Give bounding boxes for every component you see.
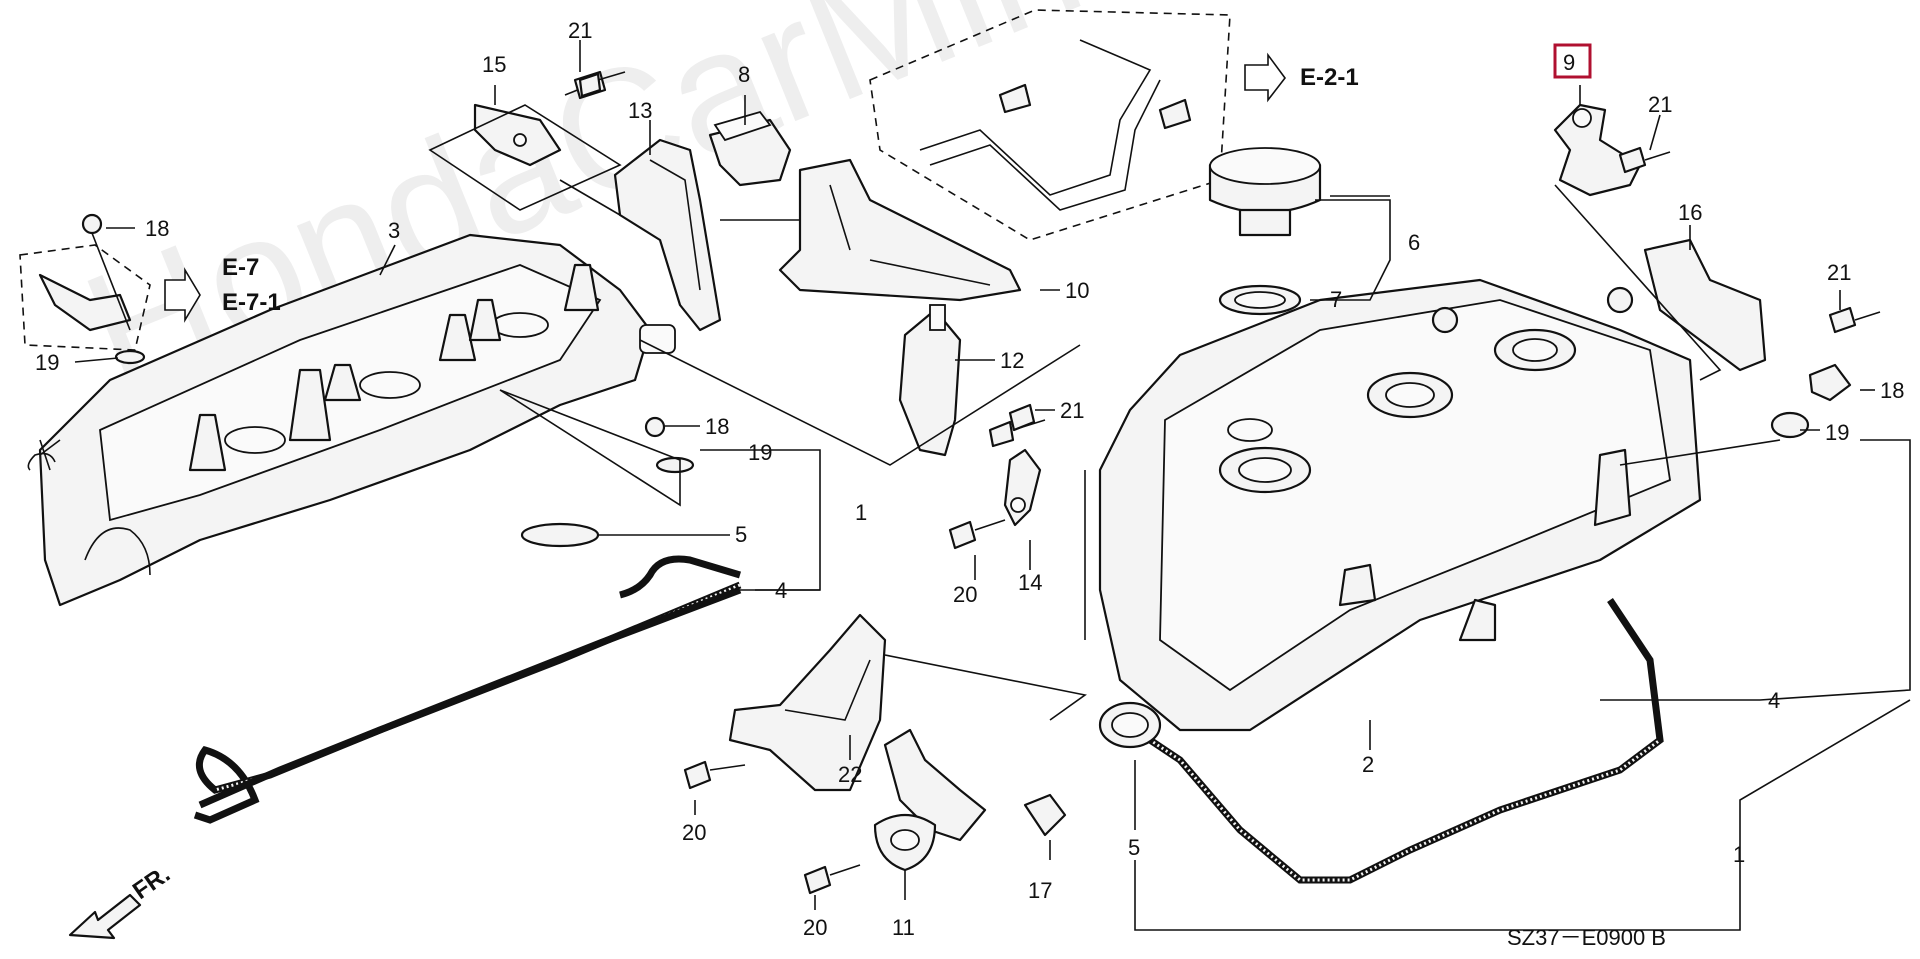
- callout-11[interactable]: 11: [892, 915, 915, 940]
- callout-1[interactable]: 1: [855, 500, 867, 525]
- bracket-8[interactable]: [708, 110, 792, 187]
- callout-19[interactable]: 19: [1825, 420, 1849, 445]
- callout-20[interactable]: 20: [953, 582, 977, 607]
- leader-poly-15: [428, 104, 622, 211]
- ref-e2-1[interactable]: E-2-1: [1300, 64, 1359, 91]
- bracket-12[interactable]: [898, 304, 962, 457]
- callout-9[interactable]: 9: [1563, 50, 1575, 75]
- oil-filler-cap[interactable]: [1208, 147, 1322, 237]
- callout-18[interactable]: 18: [145, 216, 169, 241]
- callout-10[interactable]: 10: [1065, 278, 1089, 303]
- callout-20[interactable]: 20: [803, 915, 827, 940]
- bolts: [578, 71, 1881, 895]
- bracket-22[interactable]: [728, 613, 887, 792]
- callout-1[interactable]: 1: [1733, 842, 1745, 867]
- callout-21[interactable]: 21: [1648, 92, 1672, 117]
- bracket-11[interactable]: [873, 728, 987, 872]
- head-cover-gasket-rear: [193, 522, 742, 824]
- bracket-16[interactable]: [1643, 238, 1767, 372]
- callout-2[interactable]: 2: [1362, 752, 1374, 777]
- callout-4[interactable]: 4: [1768, 688, 1780, 713]
- leader-lines-top: [559, 179, 1081, 466]
- cap-seal: [1218, 284, 1302, 316]
- front-label: FR.: [128, 861, 175, 905]
- callout-16[interactable]: 16: [1678, 200, 1702, 225]
- callout-19[interactable]: 19: [748, 440, 772, 465]
- callout-15[interactable]: 15: [482, 52, 506, 77]
- head-cover-rear[interactable]: [27, 233, 676, 607]
- leader-lines: [74, 40, 1911, 931]
- callout-22[interactable]: 22: [838, 762, 862, 787]
- callout-19[interactable]: 19: [35, 350, 59, 375]
- front-direction-arrow: FR.: [68, 861, 175, 940]
- callout-13[interactable]: 13: [628, 98, 652, 123]
- right-grommets: [1619, 363, 1852, 466]
- leader-poly-9: [1554, 184, 1722, 381]
- callout-20[interactable]: 20: [682, 820, 706, 845]
- callout-7[interactable]: 7: [1330, 287, 1342, 312]
- head-cover-gasket-front: [1098, 598, 1664, 884]
- highlight-box: [1553, 43, 1592, 79]
- callout-21[interactable]: 21: [1060, 398, 1084, 423]
- diagram-code: SZ37－E0900 B: [1507, 925, 1666, 950]
- bracket-13[interactable]: [613, 138, 722, 332]
- callout-3[interactable]: 3: [388, 218, 400, 243]
- callout-8[interactable]: 8: [738, 62, 750, 87]
- ref-e7[interactable]: E-7: [222, 254, 259, 281]
- bracket-10[interactable]: [778, 158, 1022, 302]
- clip-17: [1023, 793, 1067, 837]
- bracket-9[interactable]: [1553, 103, 1642, 197]
- callout-4[interactable]: 4: [775, 578, 787, 603]
- ref-e7-1[interactable]: E-7-1: [222, 289, 281, 316]
- clip-middle: [499, 389, 695, 507]
- callout-5[interactable]: 5: [735, 522, 747, 547]
- callout-12[interactable]: 12: [1000, 348, 1024, 373]
- callout-6[interactable]: 6: [1408, 230, 1420, 255]
- callout-21[interactable]: 21: [568, 18, 592, 43]
- ref-arrow-e7: [164, 267, 201, 323]
- callout-18[interactable]: 18: [705, 414, 729, 439]
- bracket-14[interactable]: [1003, 448, 1042, 527]
- callout-5[interactable]: 5: [1128, 835, 1140, 860]
- callout-21[interactable]: 21: [1827, 260, 1851, 285]
- callout-18[interactable]: 18: [1880, 378, 1904, 403]
- head-cover-front[interactable]: [1098, 278, 1702, 732]
- left-clip-detail: [19, 213, 151, 365]
- callout-14[interactable]: 14: [1018, 570, 1042, 595]
- callout-17[interactable]: 17: [1028, 878, 1052, 903]
